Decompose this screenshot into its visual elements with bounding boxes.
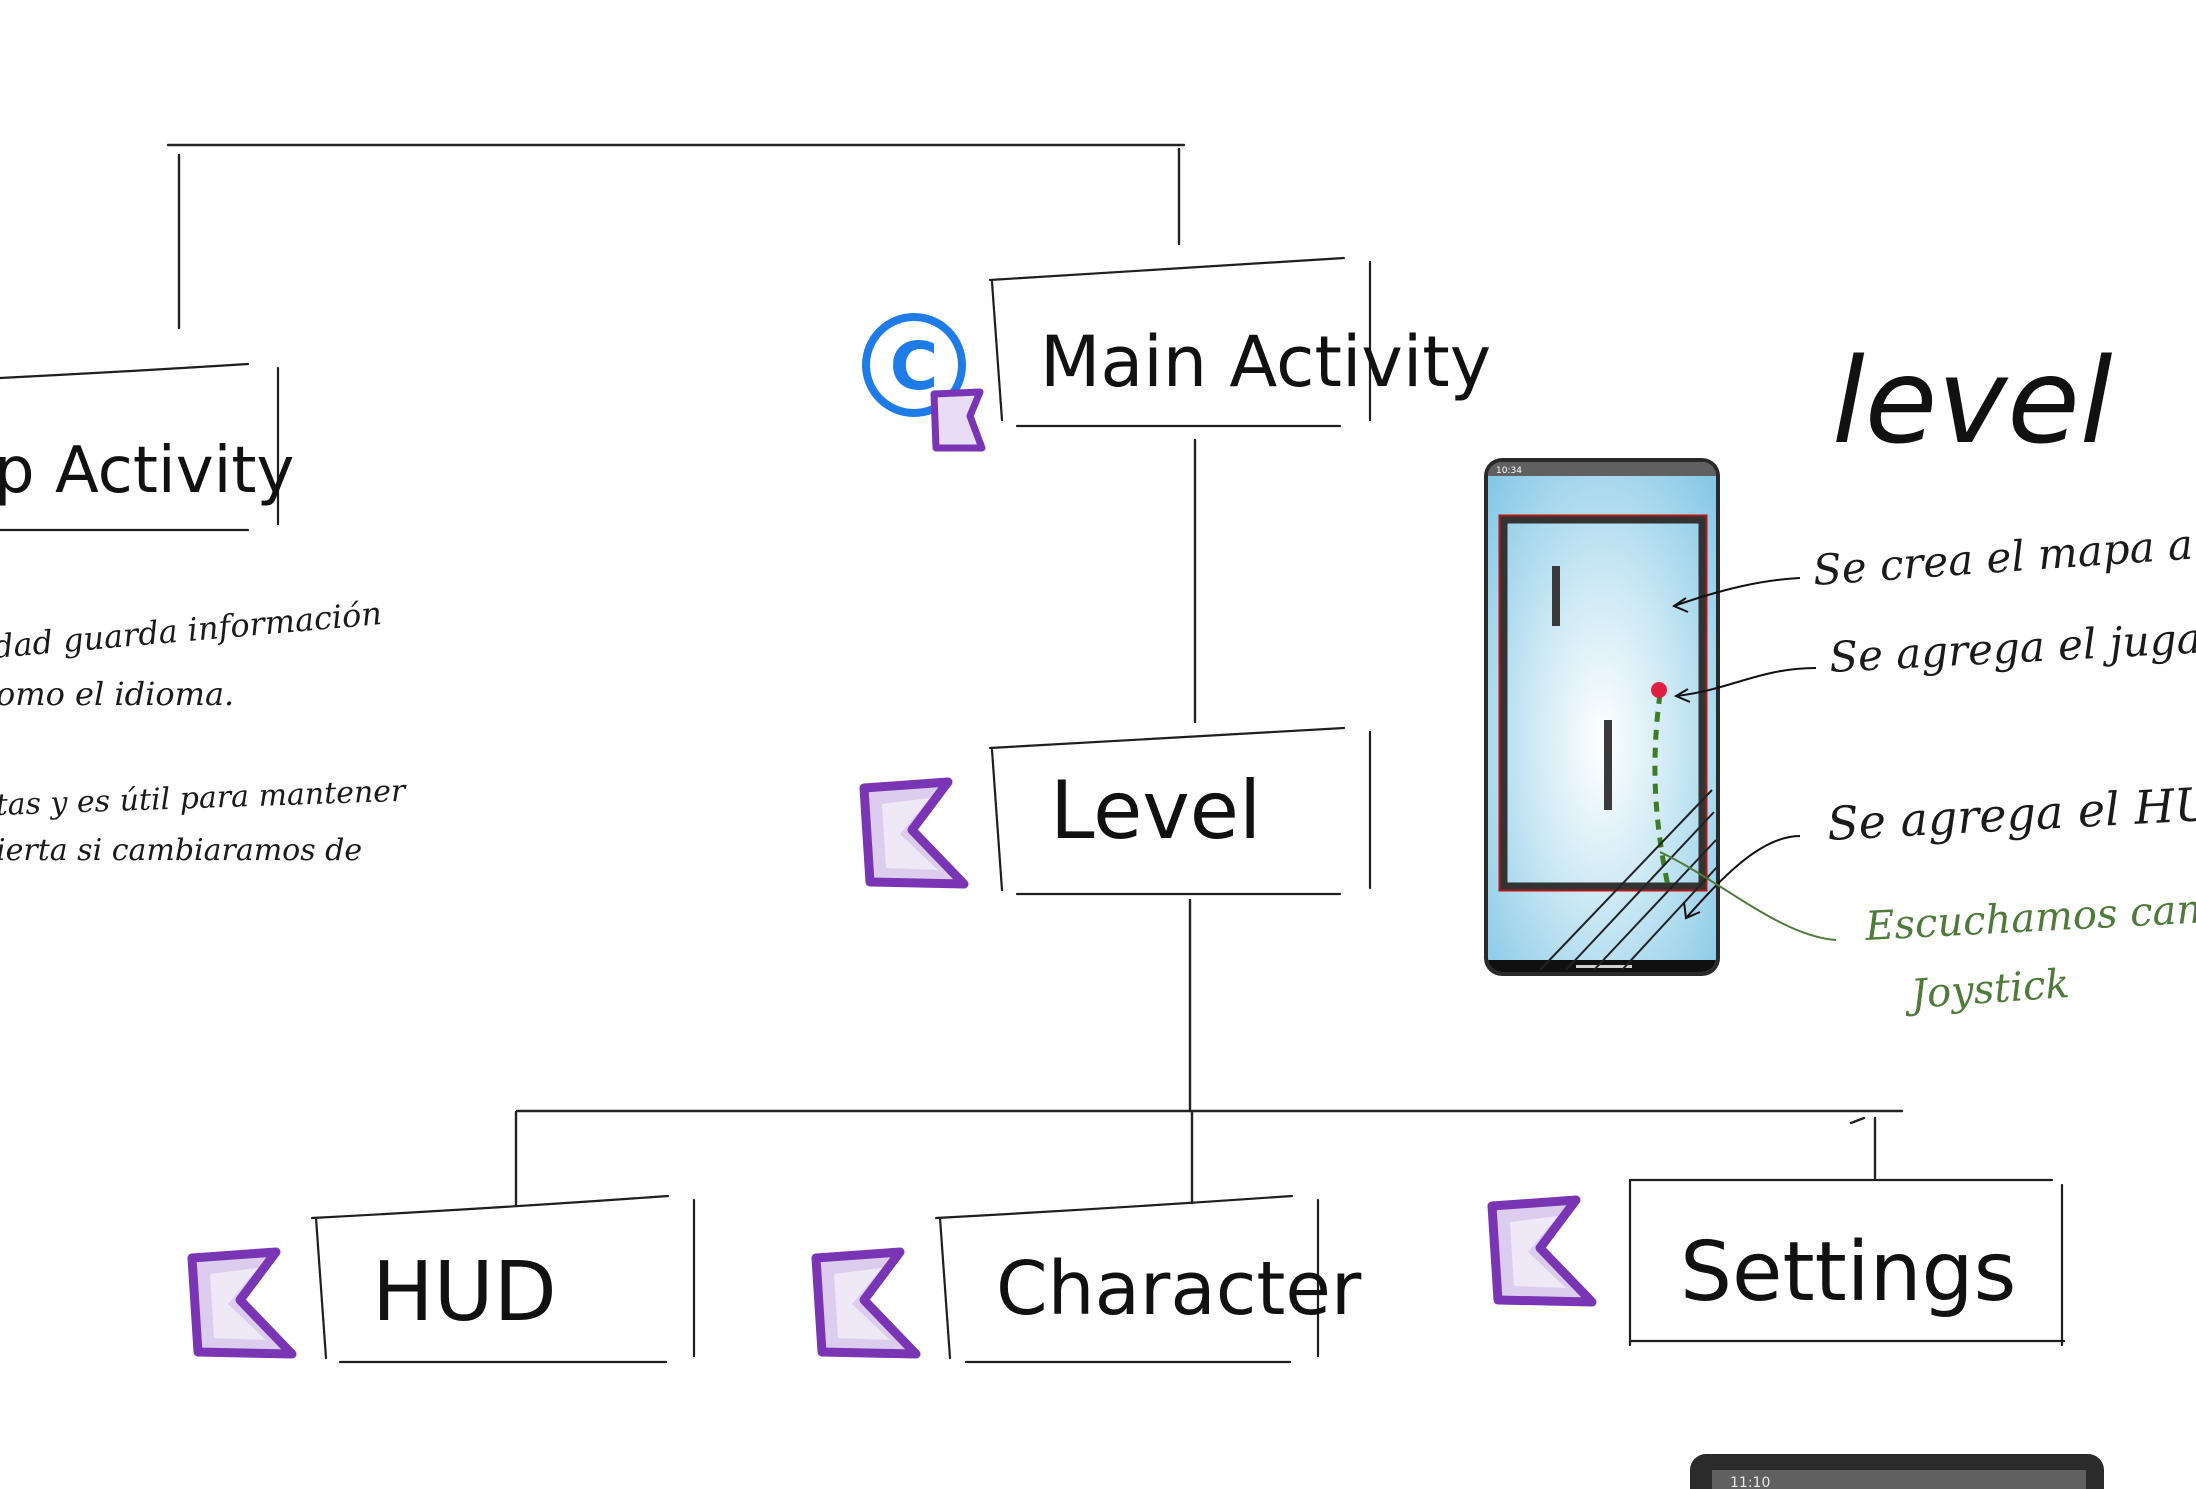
character-label: Character	[996, 1246, 1362, 1332]
settings-tick	[1849, 1116, 1866, 1125]
kotlin-class-copyright-icon: C	[862, 313, 986, 452]
annotation-player: Se agrega el jugado	[1828, 611, 2196, 682]
arrow-hud	[1685, 835, 1801, 919]
node-hud: HUD	[192, 1194, 696, 1364]
phone-sky	[1488, 462, 1716, 972]
player-dot	[1651, 682, 1667, 698]
left-notes: dad guarda información omo el idioma. ta…	[0, 594, 408, 868]
note-line-1: dad guarda información	[0, 594, 383, 666]
annotation-joystick-2: Joystick	[1903, 961, 2072, 1018]
level-label: Level	[1050, 764, 1261, 857]
phone-status-time: 10:34	[1496, 466, 1522, 476]
hud-kotlin-icon	[192, 1252, 292, 1354]
node-level: Level	[864, 726, 1372, 896]
note-line-4: ierta si cambiaramos de	[0, 833, 362, 868]
annotation-joystick-1: Escuchamos cam	[1863, 886, 2196, 950]
hud-hatch-lines	[1539, 789, 1719, 971]
settings-kotlin-icon	[1492, 1200, 1592, 1302]
connector-lines	[166, 143, 1904, 1208]
map-red-border	[1498, 514, 1708, 892]
phone-mockup: 10:34	[1484, 458, 1720, 976]
arrow-map	[1673, 577, 1801, 607]
phone-status-bar	[1488, 462, 1716, 476]
main-activity-label: Main Activity	[1040, 321, 1491, 403]
player-path	[1652, 693, 1671, 887]
level-kotlin-icon	[864, 782, 964, 884]
map-dark-border	[1500, 516, 1706, 890]
node-character: Character	[816, 1194, 1362, 1364]
annotation-map: Se crea el mapa a	[1811, 520, 2194, 595]
note-line-3: tas y es útil para mantener	[0, 774, 408, 823]
app-activity-label: p Activity	[0, 434, 294, 508]
level-annotations: Se crea el mapa a Se agrega el jugado Se…	[1811, 520, 2196, 1019]
bottom-phone-time: 11:10	[1730, 1475, 1770, 1489]
arrow-player	[1675, 667, 1817, 697]
character-kotlin-icon	[816, 1252, 916, 1354]
note-line-2: omo el idioma.	[0, 675, 234, 713]
map-obstacle-2	[1604, 720, 1612, 810]
arrow-joystick	[1659, 851, 1837, 941]
annotation-hud: Se agrega el HU	[1826, 777, 2196, 851]
settings-label: Settings	[1680, 1225, 2016, 1320]
annotation-arrows	[1659, 577, 1837, 941]
level-panel-title: level	[1832, 332, 2113, 470]
node-main-activity: Main Activity C	[862, 256, 1491, 452]
node-app-activity: p Activity	[0, 362, 294, 532]
map-obstacle-1	[1552, 566, 1560, 626]
node-settings: Settings	[1492, 1178, 2066, 1347]
hud-label: HUD	[372, 1245, 557, 1340]
bottom-phone-preview: 11:10	[1690, 1454, 2104, 1489]
svg-text:C: C	[890, 328, 938, 405]
